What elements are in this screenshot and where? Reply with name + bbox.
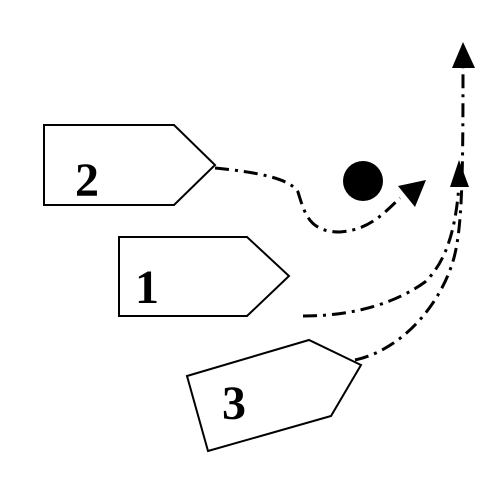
ship-3-label: 3 — [222, 377, 246, 430]
arrowheads — [398, 42, 475, 207]
ship-2: 2 — [43, 124, 217, 207]
ship-2-label: 2 — [75, 154, 99, 207]
arrowhead-ship-3 — [452, 42, 475, 68]
ship-2-shape — [43, 124, 217, 206]
trajectory-ship-1 — [302, 184, 461, 318]
obstacle-dot — [343, 161, 383, 201]
ship-1-shape — [118, 236, 291, 317]
ship-1-label: 1 — [135, 261, 159, 314]
trajectory-paths — [214, 67, 465, 362]
ship-3-shape — [185, 338, 363, 453]
ship-3: 3 — [185, 338, 363, 453]
arrowhead-ship-1 — [450, 160, 469, 187]
trajectory-ship-3 — [354, 67, 465, 362]
ship-1: 1 — [118, 236, 291, 317]
arrowhead-ship-2 — [398, 180, 426, 207]
trajectory-ship-2 — [214, 166, 402, 234]
